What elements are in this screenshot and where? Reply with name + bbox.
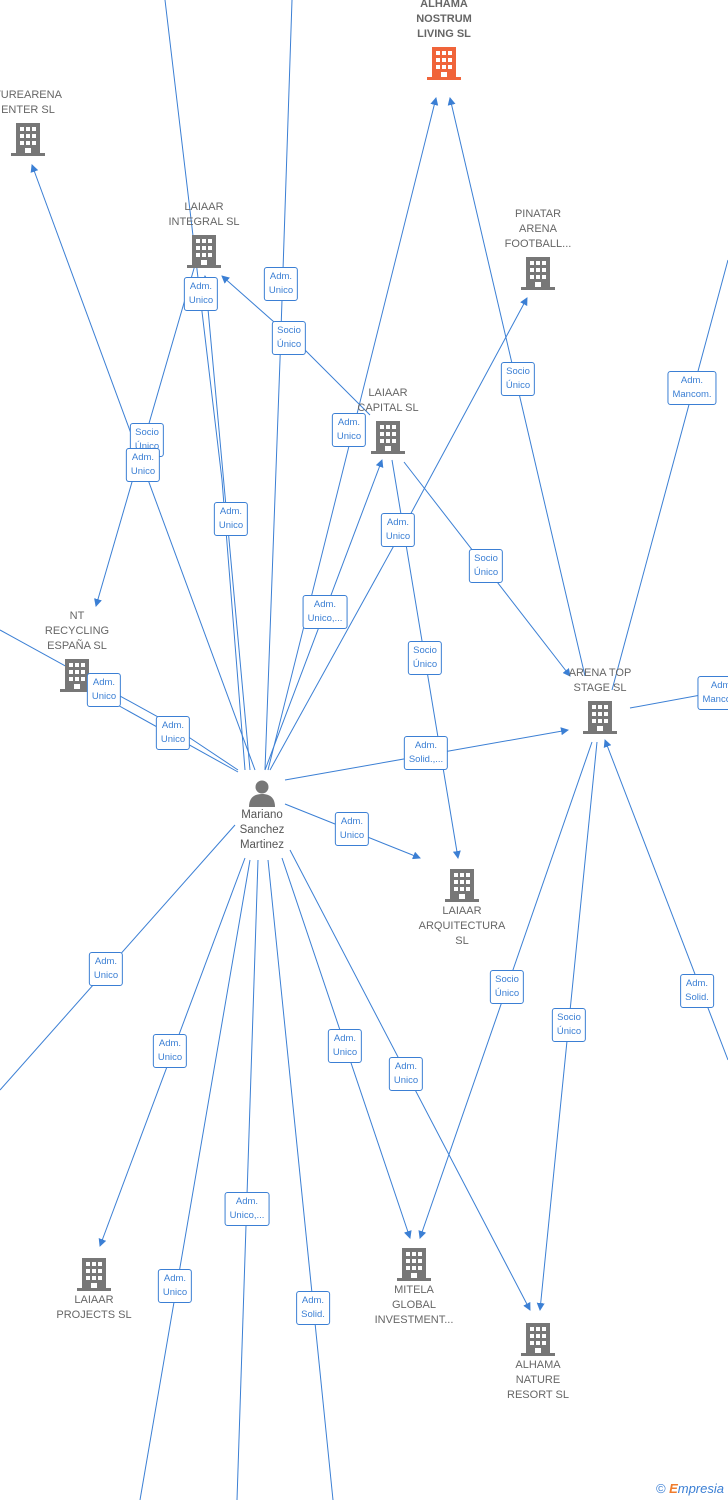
- node-label: ALHAMA NOSTRUM LIVING SL: [416, 0, 472, 40]
- edge-label[interactable]: Adm. Unico: [331, 413, 367, 447]
- person-label: Mariano Sanchez Martinez: [239, 809, 285, 851]
- building-icon: [77, 1258, 111, 1291]
- company-node-laiaar-capital[interactable]: LAIAAR CAPITAL SL: [323, 386, 453, 456]
- building-icon: [371, 421, 405, 454]
- edge-label[interactable]: Adm. Unico: [334, 812, 370, 846]
- company-node-arena-top[interactable]: ARENA TOP STAGE SL: [535, 666, 665, 736]
- edge-label[interactable]: Adm. Unico: [183, 277, 219, 311]
- edge-label[interactable]: Adm. Unico: [86, 673, 122, 707]
- edge-label[interactable]: Adm. Unico: [327, 1029, 363, 1063]
- building-icon: [521, 257, 555, 290]
- brand-logo-letter: E: [669, 1481, 678, 1496]
- edge-label[interactable]: Socio Único: [551, 1008, 587, 1042]
- building-icon: [187, 235, 221, 268]
- building-icon: [583, 701, 617, 734]
- edge: [269, 539, 398, 771]
- brand-footer[interactable]: © Empresia: [656, 1481, 724, 1496]
- edge-label[interactable]: Adm. Unico,...: [302, 595, 348, 629]
- node-label: PINATAR ARENA FOOTBALL...: [504, 208, 572, 250]
- edge: [603, 739, 728, 1061]
- copyright-symbol: ©: [655, 1481, 666, 1496]
- company-node-laiaar-projects[interactable]: LAIAAR PROJECTS SL: [29, 1253, 159, 1323]
- building-icon: [397, 1248, 431, 1281]
- company-node-alhama-nostrum[interactable]: ALHAMA NOSTRUM LIVING SL: [379, 0, 509, 82]
- company-node-laiaar-integral[interactable]: LAIAAR INTEGRAL SL: [139, 200, 269, 270]
- edge-label[interactable]: Adm. Unico: [263, 267, 299, 301]
- node-label: ALHAMA NATURE RESORT SL: [507, 1359, 569, 1401]
- building-icon: [521, 1323, 555, 1356]
- edge: [139, 859, 251, 1500]
- node-label: TUREARENA ENTER SL: [0, 89, 62, 116]
- company-node-pinatar[interactable]: PINATAR ARENA FOOTBALL...: [473, 207, 603, 292]
- company-node-laiaar-arquitectura[interactable]: LAIAAR ARQUITECTURA SL: [397, 864, 527, 949]
- edge-label[interactable]: Adm. Unico: [388, 1057, 424, 1091]
- edge: [267, 859, 334, 1500]
- company-node-turearena[interactable]: TUREARENA ENTER SL: [0, 88, 93, 158]
- edge-label[interactable]: Adm. Unico: [155, 716, 191, 750]
- edge: [611, 259, 728, 691]
- person-node[interactable]: Mariano Sanchez Martinez: [197, 778, 327, 853]
- node-label: LAIAAR INTEGRAL SL: [168, 201, 240, 228]
- edge-label[interactable]: Adm. Solid.,...: [403, 736, 449, 770]
- edge-label[interactable]: Adm. Solid.: [296, 1291, 330, 1325]
- node-label: LAIAAR PROJECTS SL: [56, 1294, 132, 1321]
- node-label: NT RECYCLING ESPAÑA SL: [44, 610, 110, 652]
- edge-label[interactable]: Socio Único: [500, 362, 536, 396]
- edge-label[interactable]: Socio Único: [489, 970, 525, 1004]
- brand-name: mpresia: [677, 1481, 724, 1496]
- person-icon: [249, 780, 275, 807]
- edge: [164, 0, 246, 771]
- edge-label[interactable]: Adm. Unico: [88, 952, 124, 986]
- edge: [264, 0, 293, 771]
- building-icon: [445, 869, 479, 902]
- edge-label[interactable]: Adm. Unico: [157, 1269, 193, 1303]
- edge-label[interactable]: Socio Único: [407, 641, 443, 675]
- edge-label[interactable]: Adm. Unico: [380, 513, 416, 547]
- edge-label[interactable]: Socio Único: [468, 549, 504, 583]
- edge-label[interactable]: Adm. Mancom.: [667, 371, 717, 405]
- edge-label[interactable]: Socio Único: [271, 321, 307, 355]
- edge-label[interactable]: Adm. Mancom.: [697, 676, 728, 710]
- building-icon: [11, 123, 45, 156]
- company-node-alhama-nature[interactable]: ALHAMA NATURE RESORT SL: [473, 1318, 603, 1403]
- company-node-nt-recycling[interactable]: NT RECYCLING ESPAÑA SL: [12, 609, 142, 694]
- edge-label[interactable]: Adm. Unico,...: [224, 1192, 270, 1226]
- building-icon: [60, 659, 94, 692]
- node-label: LAIAAR ARQUITECTURA SL: [418, 905, 506, 947]
- edge-label[interactable]: Adm. Unico: [125, 448, 161, 482]
- edge-label[interactable]: Adm. Unico: [152, 1034, 188, 1068]
- node-label: ARENA TOP STAGE SL: [568, 667, 632, 694]
- edge-label[interactable]: Adm. Unico: [213, 502, 249, 536]
- node-label: MITELA GLOBAL INVESTMENT...: [374, 1284, 454, 1326]
- edge-label[interactable]: Adm. Solid.: [680, 974, 714, 1008]
- company-node-mitela[interactable]: MITELA GLOBAL INVESTMENT...: [349, 1243, 479, 1328]
- node-label: LAIAAR CAPITAL SL: [357, 387, 419, 414]
- edge: [236, 859, 259, 1500]
- building-icon: [427, 47, 461, 80]
